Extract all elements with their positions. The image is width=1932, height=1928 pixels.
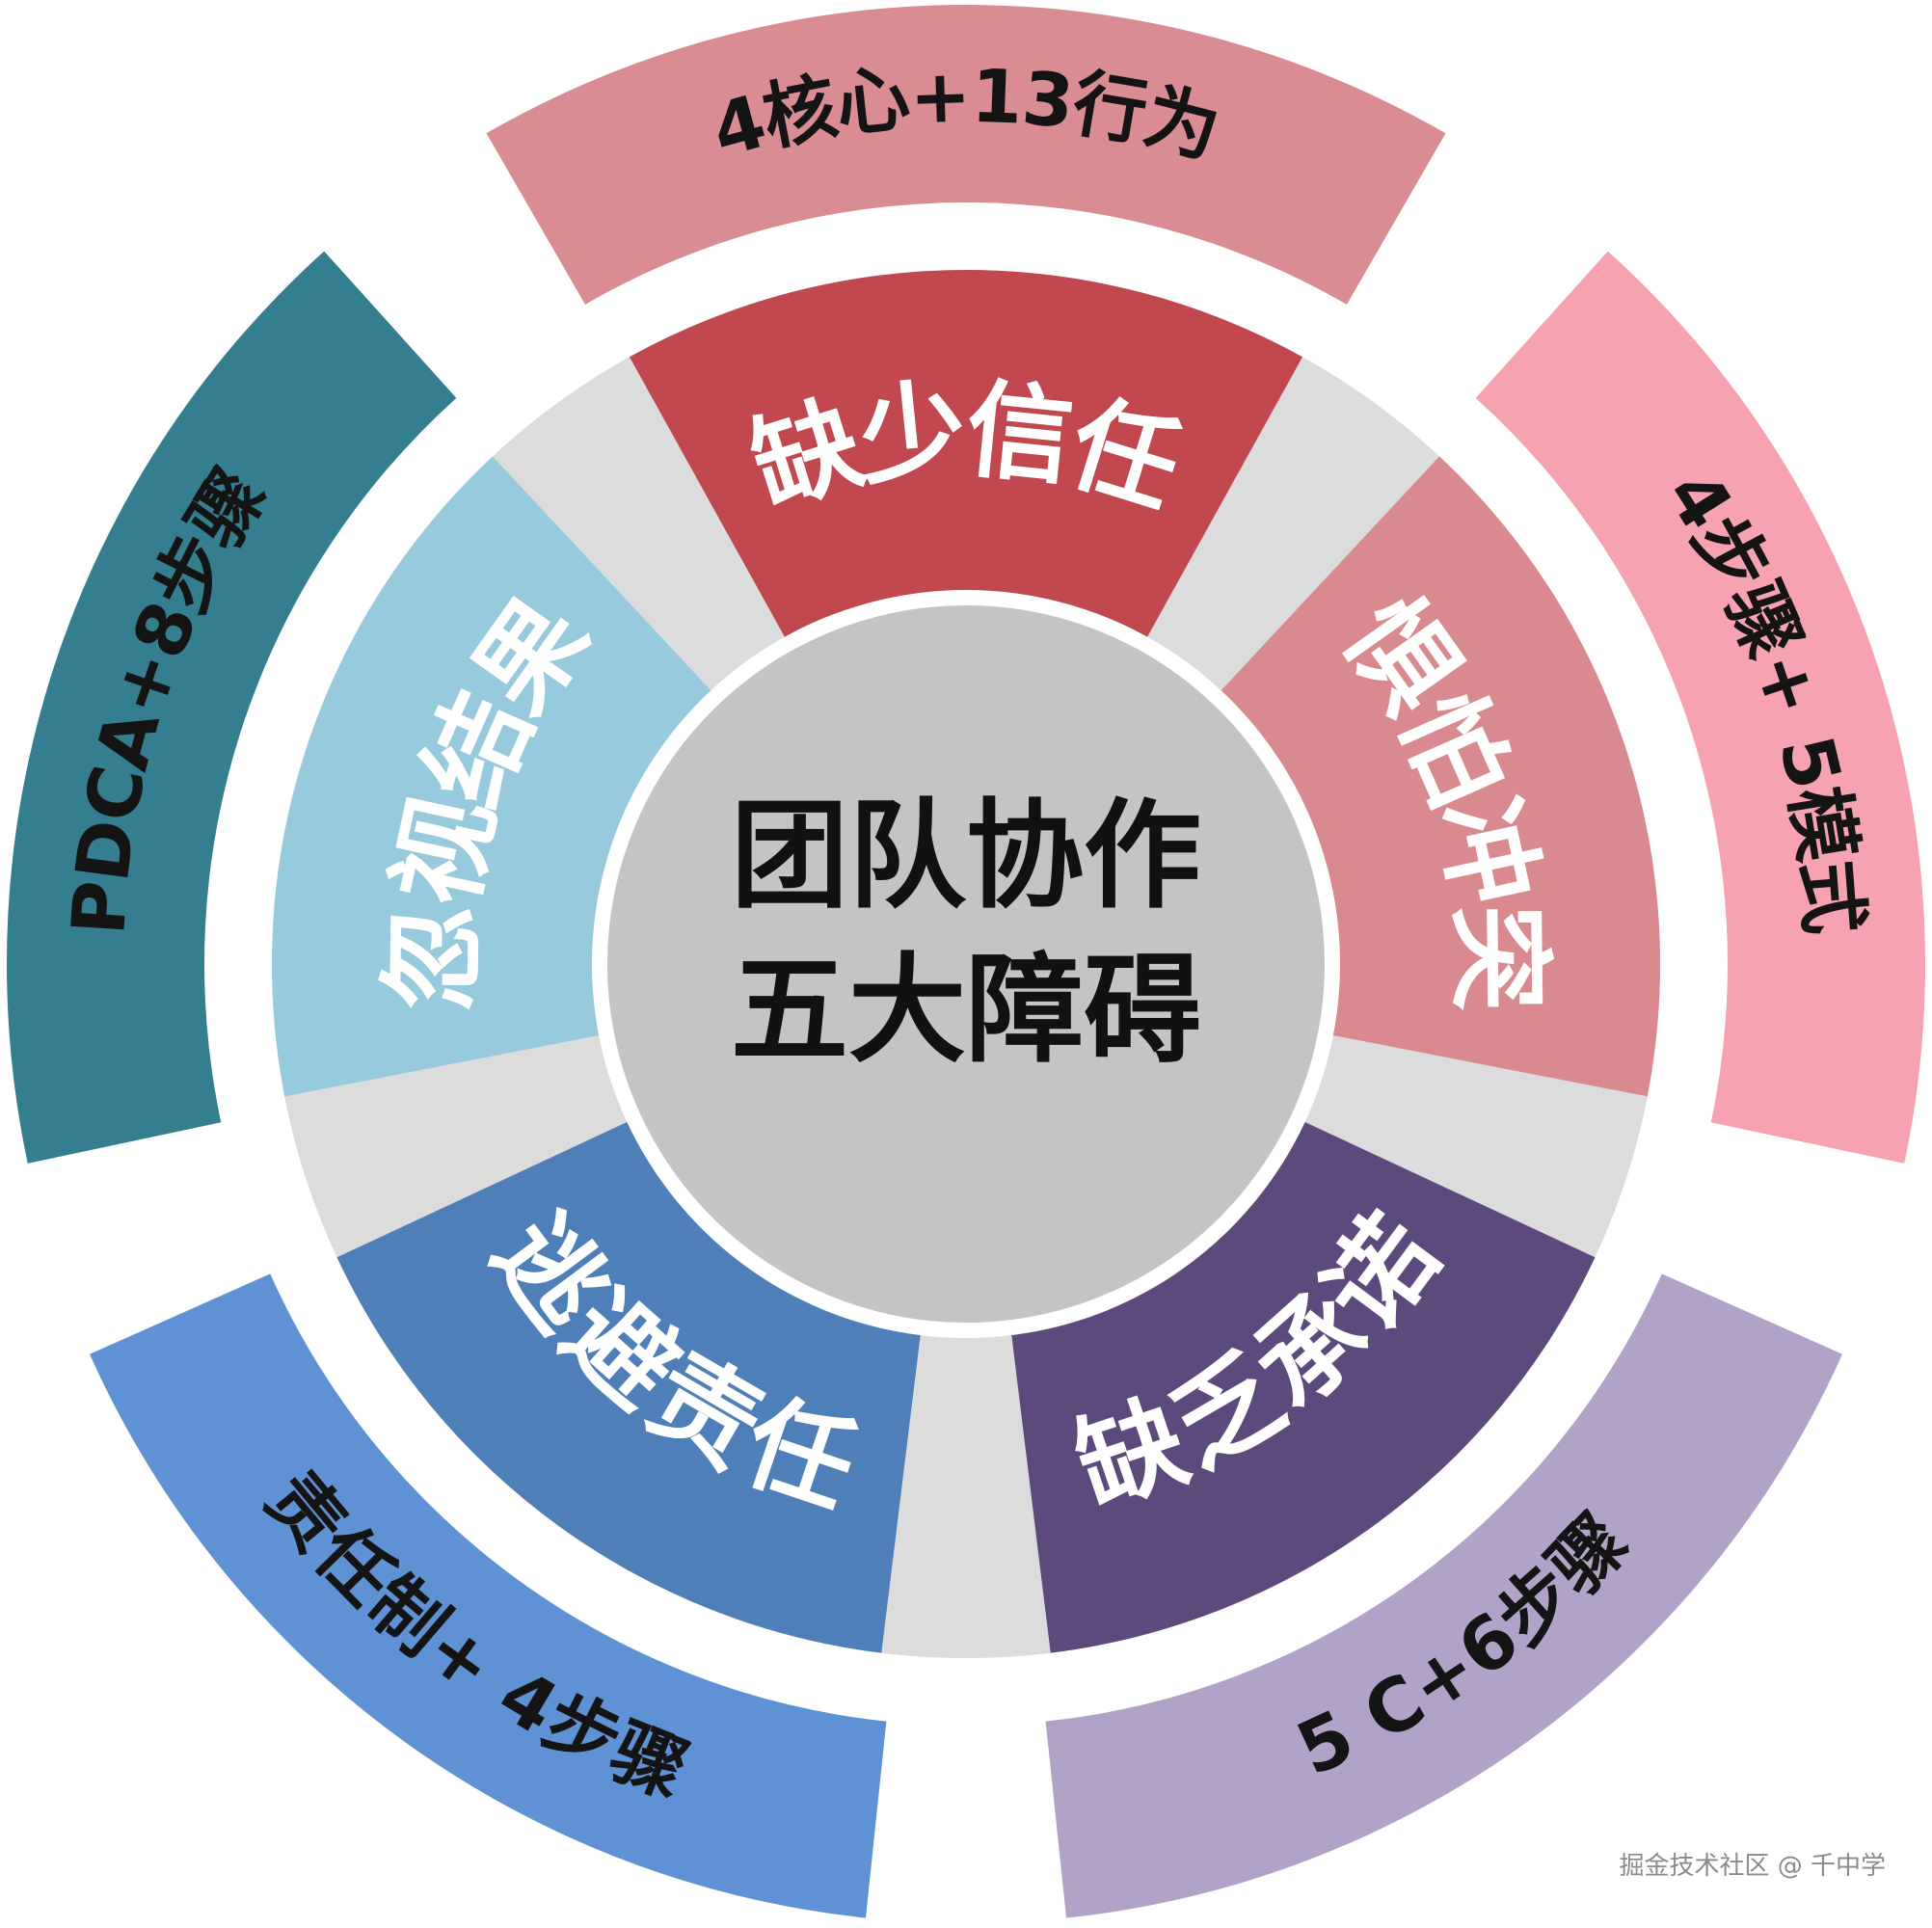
outer-segment-results [6, 251, 457, 1164]
center-hub: 团队协作 五大障碍 [592, 590, 1340, 1338]
outer-segment-commitment [1045, 1273, 1842, 1918]
center-title-line1: 团队协作 [731, 788, 1201, 924]
outer-segment-trust [486, 4, 1446, 305]
center-hub-fill [607, 605, 1325, 1323]
watermark: 掘金技术社区 @ 千中学 [1619, 1852, 1886, 1881]
outer-segment-accountability [90, 1273, 887, 1918]
outer-segment-conflict [1475, 251, 1925, 1164]
center-title-line2: 五大障碍 [731, 942, 1201, 1079]
inner-segment-trust [629, 269, 1303, 678]
